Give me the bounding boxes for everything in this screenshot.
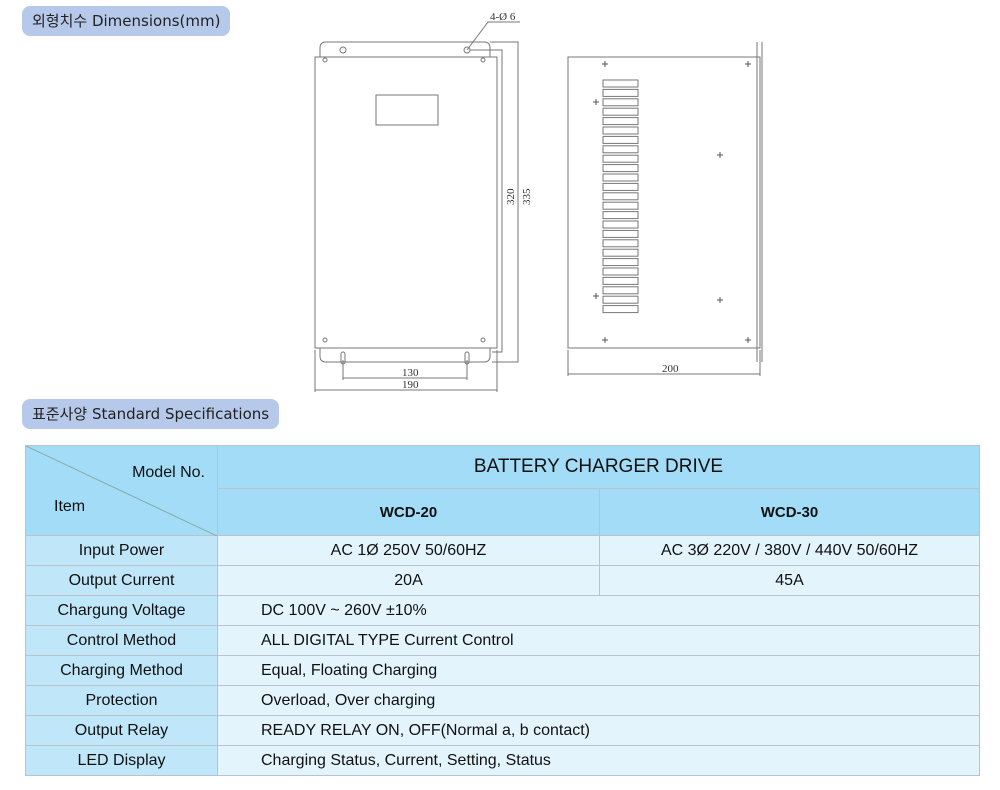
dim-320: 320 <box>505 188 517 205</box>
model-no-label: Model No. <box>132 464 205 481</box>
front-view: 4-Ø 6 320 335 130 190 <box>314 11 533 392</box>
vent-slot <box>602 135 639 144</box>
vent-slot <box>602 98 639 107</box>
screw-icon <box>593 99 599 105</box>
dim-130: 130 <box>402 367 419 379</box>
vent-slot <box>602 126 639 135</box>
vent-slot <box>602 267 639 276</box>
row-item: Output Relay <box>25 715 218 746</box>
item-label: Item <box>54 498 86 515</box>
vent-slot <box>602 229 639 238</box>
screw-icon <box>593 293 599 299</box>
diagonal-line <box>26 446 217 536</box>
vent-slot <box>602 107 639 116</box>
row-value-wcd-30: 45A <box>599 565 980 596</box>
vent-slot <box>602 182 639 191</box>
row-item: Control Method <box>25 625 218 656</box>
hole-label: 4-Ø 6 <box>490 11 516 23</box>
vent-slot <box>602 220 639 229</box>
vent-slot <box>602 239 639 248</box>
screw-icon <box>717 152 723 158</box>
dim-200: 200 <box>662 363 679 375</box>
vent-slot <box>602 79 639 88</box>
vent-slot <box>602 154 639 163</box>
row-value-wcd-30: AC 3Ø 220V / 380V / 440V 50/60HZ <box>599 535 980 566</box>
vent-slot <box>602 295 639 304</box>
screw-icon <box>745 61 751 67</box>
row-value-wcd-20: 20A <box>217 565 600 596</box>
side-view: 200 <box>567 42 763 376</box>
vent-slot <box>602 201 639 210</box>
row-item: LED Display <box>25 745 218 776</box>
dimension-drawing: 4-Ø 6 320 335 130 190 200 <box>314 11 763 392</box>
screw-icon <box>717 297 723 303</box>
row-value-wcd-20: AC 1Ø 250V 50/60HZ <box>217 535 600 566</box>
spec-table: Model No. Item BATTERY CHARGER DRIVE WCD… <box>25 445 980 776</box>
specs-label: 표준사양 Standard Specifications <box>22 399 280 429</box>
dim-335: 335 <box>521 188 533 205</box>
vent-slot <box>602 286 639 295</box>
vent-slot <box>602 145 639 154</box>
screw-icon <box>602 337 608 343</box>
vent-slot <box>602 248 639 257</box>
vent-slot <box>602 258 639 267</box>
vent-slot <box>602 211 639 220</box>
corner-cell: Model No. Item <box>25 445 218 536</box>
row-value: DC 100V ~ 260V ±10% <box>217 595 980 626</box>
row-value: Charging Status, Current, Setting, Statu… <box>217 745 980 776</box>
row-value: READY RELAY ON, OFF(Normal a, b contact) <box>217 715 980 746</box>
vent-slot <box>602 192 639 201</box>
row-item: Output Current <box>25 565 218 596</box>
screw-icon <box>745 337 751 343</box>
model-wcd-30: WCD-30 <box>599 488 980 536</box>
row-value: ALL DIGITAL TYPE Current Control <box>217 625 980 656</box>
vent-slot <box>602 88 639 97</box>
dim-190: 190 <box>402 379 419 391</box>
vent-slot <box>602 305 639 314</box>
vent-slot <box>602 164 639 173</box>
row-value: Overload, Over charging <box>217 685 980 716</box>
screw-icon <box>602 61 608 67</box>
model-wcd-20: WCD-20 <box>217 488 600 536</box>
vent-slot <box>602 173 639 182</box>
row-value: Equal, Floating Charging <box>217 655 980 686</box>
row-item: Input Power <box>25 535 218 566</box>
product-title: BATTERY CHARGER DRIVE <box>217 445 980 489</box>
row-item: Chargung Voltage <box>25 595 218 626</box>
dimensions-label: 외형치수 Dimensions(mm) <box>22 6 231 36</box>
vent-slot <box>602 117 639 126</box>
row-item: Charging Method <box>25 655 218 686</box>
vent-slot <box>602 276 639 285</box>
row-item: Protection <box>25 685 218 716</box>
